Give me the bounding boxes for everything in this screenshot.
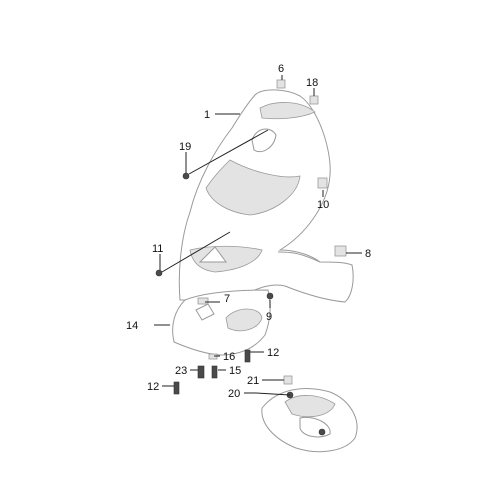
callout-21: 21 — [247, 375, 259, 387]
callout-7: 7 — [224, 293, 230, 305]
fastener-6-icon — [276, 79, 286, 89]
clip-7-icon — [197, 297, 209, 305]
callout-6: 6 — [278, 63, 284, 75]
callout-11: 11 — [152, 243, 163, 255]
front-shield-part — [178, 89, 354, 303]
screw-11-icon — [155, 269, 163, 277]
callout-16: 16 — [223, 351, 235, 363]
callout-8: 8 — [365, 248, 371, 260]
fastener-21-icon — [283, 375, 293, 385]
lower-cover-part — [172, 289, 271, 356]
clip-8-icon — [334, 245, 347, 257]
callout-1: 1 — [204, 109, 210, 121]
callout-14: 14 — [126, 320, 138, 332]
callout-19: 19 — [179, 141, 191, 153]
callout-23: 23 — [175, 365, 187, 377]
callout-10: 10 — [317, 199, 329, 211]
callout-12-bottom: 12 — [147, 381, 159, 393]
callout-9: 9 — [266, 311, 272, 323]
clip-10-icon — [317, 177, 328, 189]
callout-18: 18 — [306, 77, 318, 89]
callout-15: 15 — [229, 365, 241, 377]
screw-15-icon — [211, 365, 218, 379]
screw-12-icon — [244, 349, 251, 363]
callout-20: 20 — [228, 388, 240, 400]
screw-19-icon — [182, 172, 190, 180]
underbody-plate-part — [261, 388, 358, 453]
callout-12-top: 12 — [267, 347, 279, 359]
leader-lines — [154, 75, 362, 396]
screw-23-icon — [197, 365, 205, 379]
clip-18-icon — [309, 95, 319, 105]
screw-12b-icon — [173, 381, 180, 395]
screw-9-icon — [266, 292, 274, 300]
